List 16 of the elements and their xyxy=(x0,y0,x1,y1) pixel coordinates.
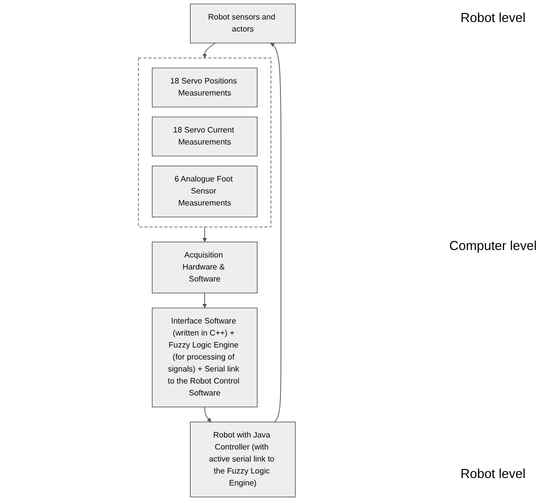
arrow xyxy=(202,226,207,242)
level-label: Robot level xyxy=(459,10,527,25)
node-box: 6 Analogue Foot Sensor Measurements xyxy=(152,166,258,218)
cluster xyxy=(138,58,271,228)
node-box: 18 Servo Positions Measurements xyxy=(152,68,258,108)
node-box: 18 Servo Current Measurements xyxy=(152,116,258,156)
arrow xyxy=(270,42,281,422)
node-box: Acquisition Hardware & Software xyxy=(152,242,258,294)
node-box: Interface Software (written in C++) + Fuzzy Logic Engine (for processing of signals) + Serial link to the Robot Control Software xyxy=(152,308,258,408)
level-label: Computer level xyxy=(448,238,538,253)
node-box: Robot sensors and actors xyxy=(190,4,296,44)
node-box: Robot with Java Controller (with active serial link to the Fuzzy Logic Engine) xyxy=(190,422,296,498)
arrow xyxy=(202,292,207,308)
arrow xyxy=(204,406,211,422)
arrow xyxy=(202,42,216,58)
level-label: Robot level xyxy=(459,466,527,481)
